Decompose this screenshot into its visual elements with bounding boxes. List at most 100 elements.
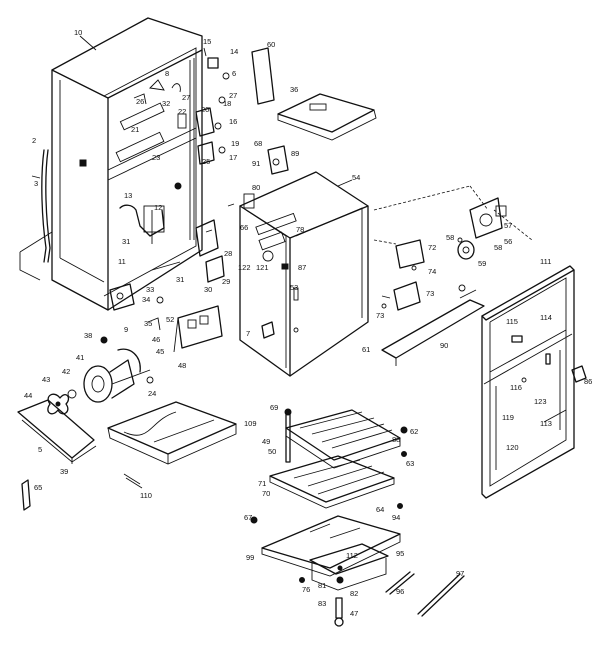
label-112: 112 (346, 551, 358, 560)
label-35: 35 (144, 319, 152, 328)
label-33: 33 (146, 285, 154, 294)
label-38: 38 (84, 331, 92, 340)
label-78: 78 (296, 225, 304, 234)
label-120: 120 (506, 443, 519, 452)
glass-panel-60 (251, 47, 275, 105)
label-82: 82 (350, 589, 358, 598)
label-20: 20 (201, 105, 209, 114)
label-45: 45 (156, 347, 164, 356)
label-70: 70 (262, 489, 270, 498)
label-46: 46 (152, 335, 160, 344)
leader-lines (373, 185, 533, 245)
label-113: 113 (540, 419, 552, 428)
drain-tube-65 (21, 479, 31, 511)
fasteners (250, 426, 408, 583)
label-16: 16 (229, 117, 237, 126)
label-23: 23 (152, 153, 160, 162)
label-11: 11 (118, 257, 126, 266)
trim-strip-90 (381, 284, 485, 366)
label-122: 122 (238, 263, 251, 272)
label-61: 61 (362, 345, 370, 354)
crisper-cover-94 (261, 515, 401, 577)
label-123: 123 (534, 397, 547, 406)
control-housing (381, 239, 425, 311)
label-29: 29 (222, 277, 230, 286)
label-31b: 31 (176, 275, 184, 284)
label-58a: 58 (446, 233, 454, 242)
evaporator-coil (119, 204, 165, 244)
label-110: 110 (140, 491, 152, 500)
label-7: 7 (246, 329, 250, 338)
label-27b: 27 (229, 91, 237, 100)
label-86: 86 (584, 377, 592, 386)
label-8: 8 (165, 69, 169, 78)
label-119: 119 (502, 413, 514, 422)
base-plate (17, 399, 97, 464)
label-96: 96 (396, 587, 404, 596)
top-hinge (195, 47, 230, 165)
label-43: 43 (42, 375, 50, 384)
label-36: 36 (290, 85, 298, 94)
label-80: 80 (252, 183, 260, 192)
label-49: 49 (262, 437, 270, 446)
machine-compartment (100, 261, 181, 344)
label-47: 47 (350, 609, 358, 618)
label-111: 111 (540, 257, 551, 266)
label-94: 94 (392, 513, 400, 522)
label-90: 90 (440, 341, 448, 350)
label-44: 44 (24, 391, 32, 400)
label-19: 19 (231, 139, 239, 148)
label-115: 115 (506, 317, 518, 326)
label-2: 2 (32, 136, 36, 145)
label-25: 25 (202, 157, 210, 166)
label-73: 73 (426, 289, 434, 298)
label-3: 3 (34, 179, 38, 188)
crisper-drawer-95 (309, 543, 389, 591)
label-17: 17 (229, 153, 237, 162)
label-89: 89 (291, 149, 299, 158)
label-15: 15 (203, 37, 211, 46)
label-97: 97 (456, 569, 464, 578)
control-knob-assembly (457, 197, 507, 260)
label-58b: 58 (494, 243, 502, 252)
label-66: 66 (240, 223, 248, 232)
label-48: 48 (178, 361, 186, 370)
door-assembly (481, 265, 587, 499)
label-32: 32 (162, 99, 170, 108)
label-21: 21 (131, 125, 139, 134)
label-72: 72 (428, 243, 436, 252)
support-rail (284, 408, 292, 463)
label-41: 41 (76, 353, 84, 362)
label-81: 81 (318, 581, 326, 590)
roller-47 (334, 597, 344, 627)
label-18: 18 (223, 99, 231, 108)
label-114: 114 (540, 313, 552, 322)
cabinet-shell (19, 17, 203, 311)
shelf-frame-88 (285, 409, 401, 469)
inner-controls (133, 79, 187, 190)
drawer-slides (385, 571, 465, 617)
label-52: 52 (166, 315, 174, 324)
label-39: 39 (60, 467, 68, 476)
label-5: 5 (38, 445, 42, 454)
label-91: 91 (252, 159, 260, 168)
label-83: 83 (318, 599, 326, 608)
label-14: 14 (230, 47, 238, 56)
drain-pan (107, 401, 237, 489)
label-87: 87 (298, 263, 306, 272)
label-6: 6 (232, 69, 236, 78)
label-73b: 73 (376, 311, 384, 320)
label-31a: 31 (122, 237, 130, 246)
label-116: 116 (510, 383, 522, 392)
label-59: 59 (478, 259, 486, 268)
label-13: 13 (124, 191, 132, 200)
label-64: 64 (376, 505, 384, 514)
label-67: 67 (244, 513, 252, 522)
label-12: 12 (154, 203, 162, 212)
control-box-48 (173, 305, 223, 353)
label-68: 68 (254, 139, 262, 148)
label-26: 26 (136, 97, 144, 106)
label-22: 22 (178, 107, 186, 116)
label-34: 34 (142, 295, 150, 304)
label-9: 9 (124, 325, 128, 334)
